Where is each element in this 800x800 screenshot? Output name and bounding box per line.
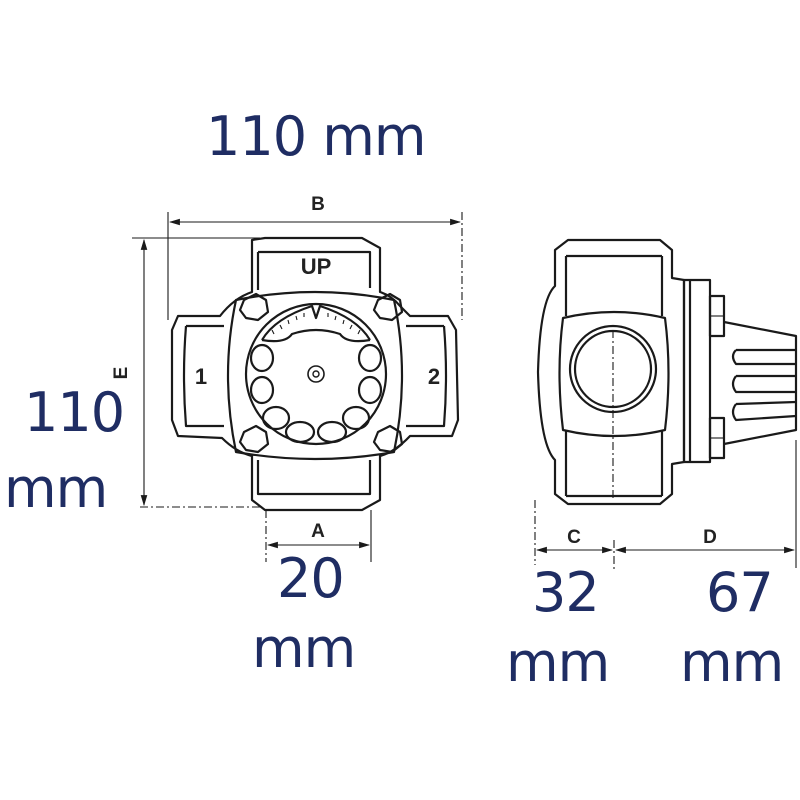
bottom-port-face xyxy=(256,460,372,496)
dimension-value-a-unit: mm xyxy=(252,617,356,680)
side-body-outline xyxy=(536,238,686,506)
dial-scale-ticks xyxy=(271,313,361,335)
bolt-icon xyxy=(372,292,404,322)
dimension-c: C xyxy=(534,500,614,565)
dimension-value-e-unit: mm xyxy=(4,457,108,520)
label-port-2: 2 xyxy=(428,364,440,389)
left-port-face xyxy=(182,324,224,428)
actuator-adaptor xyxy=(723,320,798,446)
side-bottom-face xyxy=(564,430,664,498)
label-up: UP xyxy=(301,254,332,279)
dimension-value-c-unit: mm xyxy=(506,631,610,694)
spindle-core-icon xyxy=(312,370,320,378)
dimension-value-d-unit: mm xyxy=(680,631,784,694)
dimension-b: B xyxy=(167,194,463,320)
dial-face-top xyxy=(261,328,371,343)
side-flange xyxy=(682,278,712,464)
dimension-value-a-number: 20 xyxy=(277,547,345,610)
dimension-letter-d: D xyxy=(703,527,717,548)
flange-square xyxy=(226,290,404,461)
side-view xyxy=(536,238,798,506)
dimension-value-d-number: 67 xyxy=(706,561,774,624)
bolt-icon xyxy=(372,424,404,454)
label-port-1: 1 xyxy=(195,364,207,389)
front-view: UP 1 2 xyxy=(170,236,460,512)
dimension-letter-e: E xyxy=(111,367,132,380)
bolt-icon xyxy=(238,424,270,454)
bolt-icon xyxy=(238,292,270,322)
right-port-face xyxy=(406,324,448,428)
dial-scale-arc xyxy=(261,304,371,341)
dimension-e: E xyxy=(111,237,260,508)
dimension-letter-b: B xyxy=(311,194,325,215)
dimension-d: D xyxy=(613,440,797,572)
spindle-icon xyxy=(307,365,325,383)
dimension-a: A xyxy=(265,510,372,562)
dial-ring xyxy=(244,302,388,446)
dimension-value-c-number: 32 xyxy=(532,561,600,624)
dimension-value-b: 110 mm xyxy=(206,105,426,168)
dial-lobes xyxy=(249,343,383,444)
adaptor-ribs xyxy=(731,348,797,422)
dimension-letter-c: C xyxy=(567,527,581,548)
side-top-face xyxy=(564,254,664,316)
top-port-face xyxy=(256,250,372,290)
side-port-boss xyxy=(558,310,670,438)
dimension-letter-a: A xyxy=(311,521,325,542)
dimension-value-e-number: 110 xyxy=(24,381,125,444)
